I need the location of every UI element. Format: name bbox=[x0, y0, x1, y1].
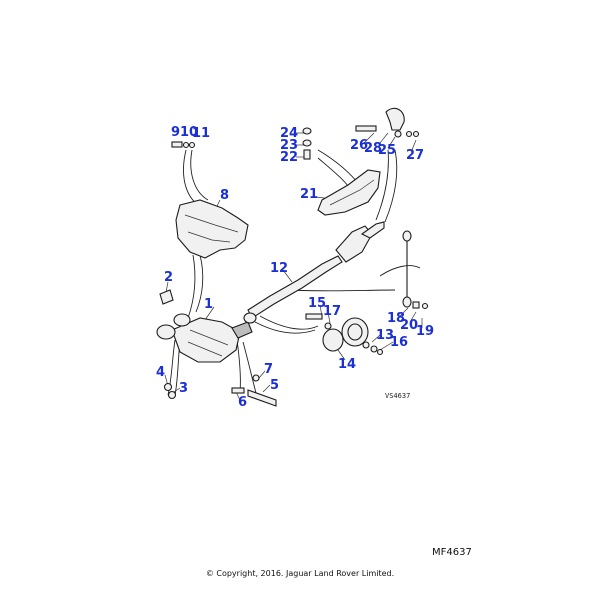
callout-1[interactable]: 1 bbox=[204, 297, 213, 312]
callout-13[interactable]: 13 bbox=[376, 328, 394, 343]
exhaust-clamp-upper[interactable] bbox=[355, 107, 420, 138]
callout-15[interactable]: 15 bbox=[308, 296, 326, 311]
callout-23[interactable]: 23 bbox=[280, 138, 298, 153]
callout-6[interactable]: 6 bbox=[238, 395, 247, 410]
callout-28[interactable]: 28 bbox=[364, 141, 382, 156]
callout-17[interactable]: 17 bbox=[323, 304, 341, 319]
callout-18[interactable]: 18 bbox=[387, 311, 405, 326]
heat-shield-rear[interactable] bbox=[317, 169, 381, 216]
callout-19[interactable]: 19 bbox=[416, 324, 434, 339]
drawing-code: MF4637 bbox=[432, 547, 472, 558]
callout-20[interactable]: 20 bbox=[400, 318, 418, 333]
callout-7[interactable]: 7 bbox=[264, 362, 273, 377]
intermediate-pipe[interactable] bbox=[243, 221, 385, 324]
callout-10[interactable]: 10 bbox=[180, 125, 198, 140]
callout-2[interactable]: 2 bbox=[164, 270, 173, 285]
callout-25[interactable]: 25 bbox=[378, 143, 396, 158]
callout-22[interactable]: 22 bbox=[280, 150, 298, 165]
callout-3[interactable]: 3 bbox=[179, 381, 188, 396]
fixings-left[interactable] bbox=[171, 141, 196, 149]
exhaust-clamp-lower[interactable] bbox=[322, 317, 369, 352]
hanger-rod[interactable] bbox=[402, 230, 429, 310]
callout-21[interactable]: 21 bbox=[300, 187, 318, 202]
fixings-lower-left[interactable] bbox=[163, 382, 177, 400]
callout-9[interactable]: 9 bbox=[171, 125, 180, 140]
callout-12[interactable]: 12 bbox=[270, 261, 288, 276]
callout-24[interactable]: 24 bbox=[280, 126, 298, 141]
callout-26[interactable]: 26 bbox=[350, 138, 368, 153]
callout-4[interactable]: 4 bbox=[156, 365, 165, 380]
callout-5[interactable]: 5 bbox=[270, 378, 279, 393]
fixings-upper-left[interactable] bbox=[302, 127, 312, 160]
fixings-lower-right[interactable] bbox=[362, 341, 384, 356]
gasket[interactable] bbox=[159, 289, 174, 305]
heat-shield-front[interactable] bbox=[175, 199, 249, 259]
view-reference: VS4637 bbox=[385, 392, 410, 400]
callout-11[interactable]: 11 bbox=[192, 126, 210, 141]
callout-27[interactable]: 27 bbox=[406, 148, 424, 163]
fixings-mid[interactable] bbox=[305, 313, 332, 330]
callout-labels: 1 2 3 4 5 6 7 8 9 10 11 12 13 14 15 16 1… bbox=[156, 125, 434, 410]
support-bracket[interactable] bbox=[231, 374, 277, 407]
callout-16[interactable]: 16 bbox=[390, 335, 408, 350]
callout-8[interactable]: 8 bbox=[220, 188, 229, 203]
catalytic-converter[interactable] bbox=[156, 313, 253, 363]
callout-14[interactable]: 14 bbox=[338, 357, 356, 372]
copyright-notice: © Copyright, 2016. Jaguar Land Rover Lim… bbox=[206, 569, 394, 578]
